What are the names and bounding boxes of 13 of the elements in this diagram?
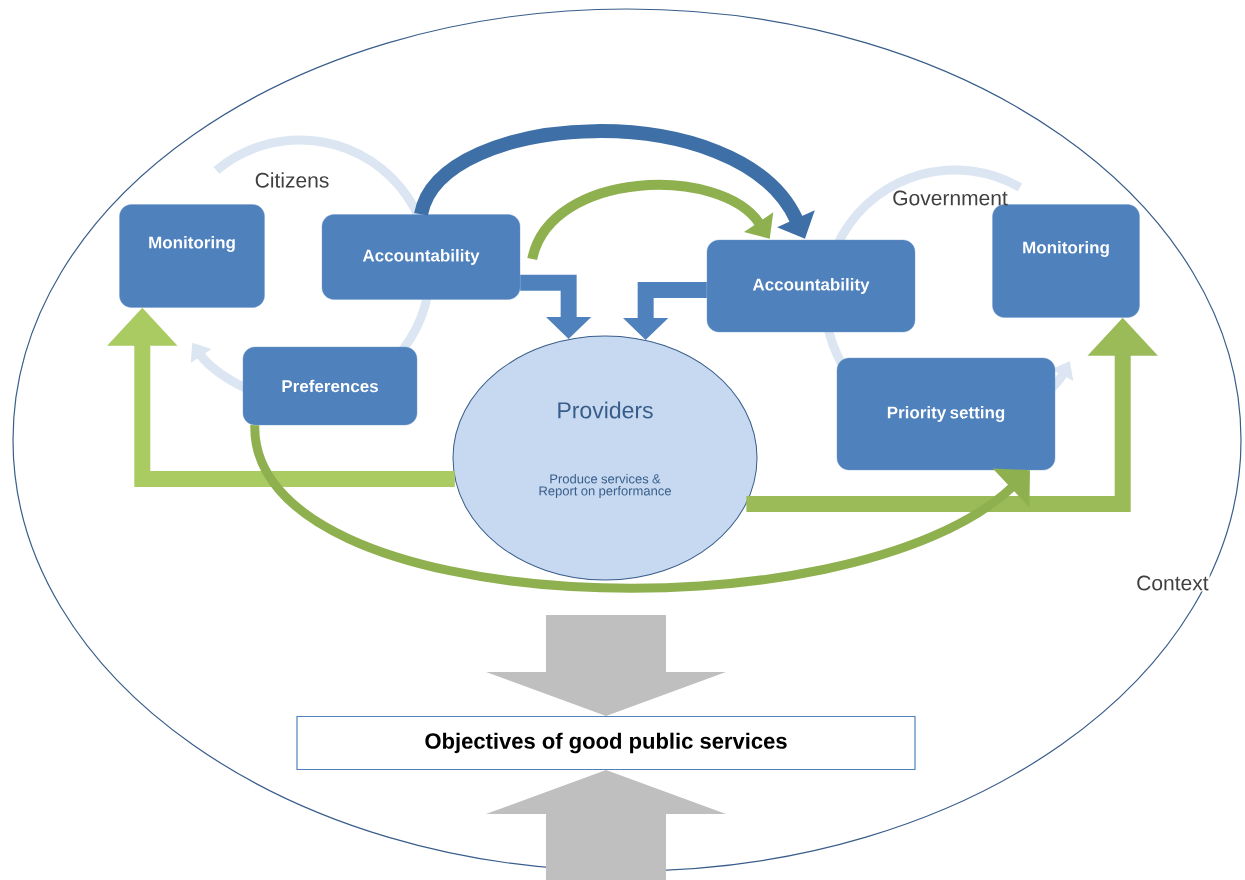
group-label: Government <box>893 190 1008 206</box>
process-box: Monitoring <box>119 204 265 308</box>
arrow <box>527 179 774 261</box>
group-label: Context <box>1135 574 1210 592</box>
process-box: Accountability <box>706 239 916 333</box>
process-box: Priority setting <box>836 357 1056 471</box>
block-arrow <box>486 614 726 716</box>
group-label: Citizens <box>255 172 329 188</box>
arrow <box>250 424 1030 593</box>
block-arrow <box>486 770 726 880</box>
process-box: Accountability <box>321 214 521 300</box>
objective-box: Objectives of good public services <box>296 715 916 771</box>
process-box: Preferences <box>242 346 418 426</box>
